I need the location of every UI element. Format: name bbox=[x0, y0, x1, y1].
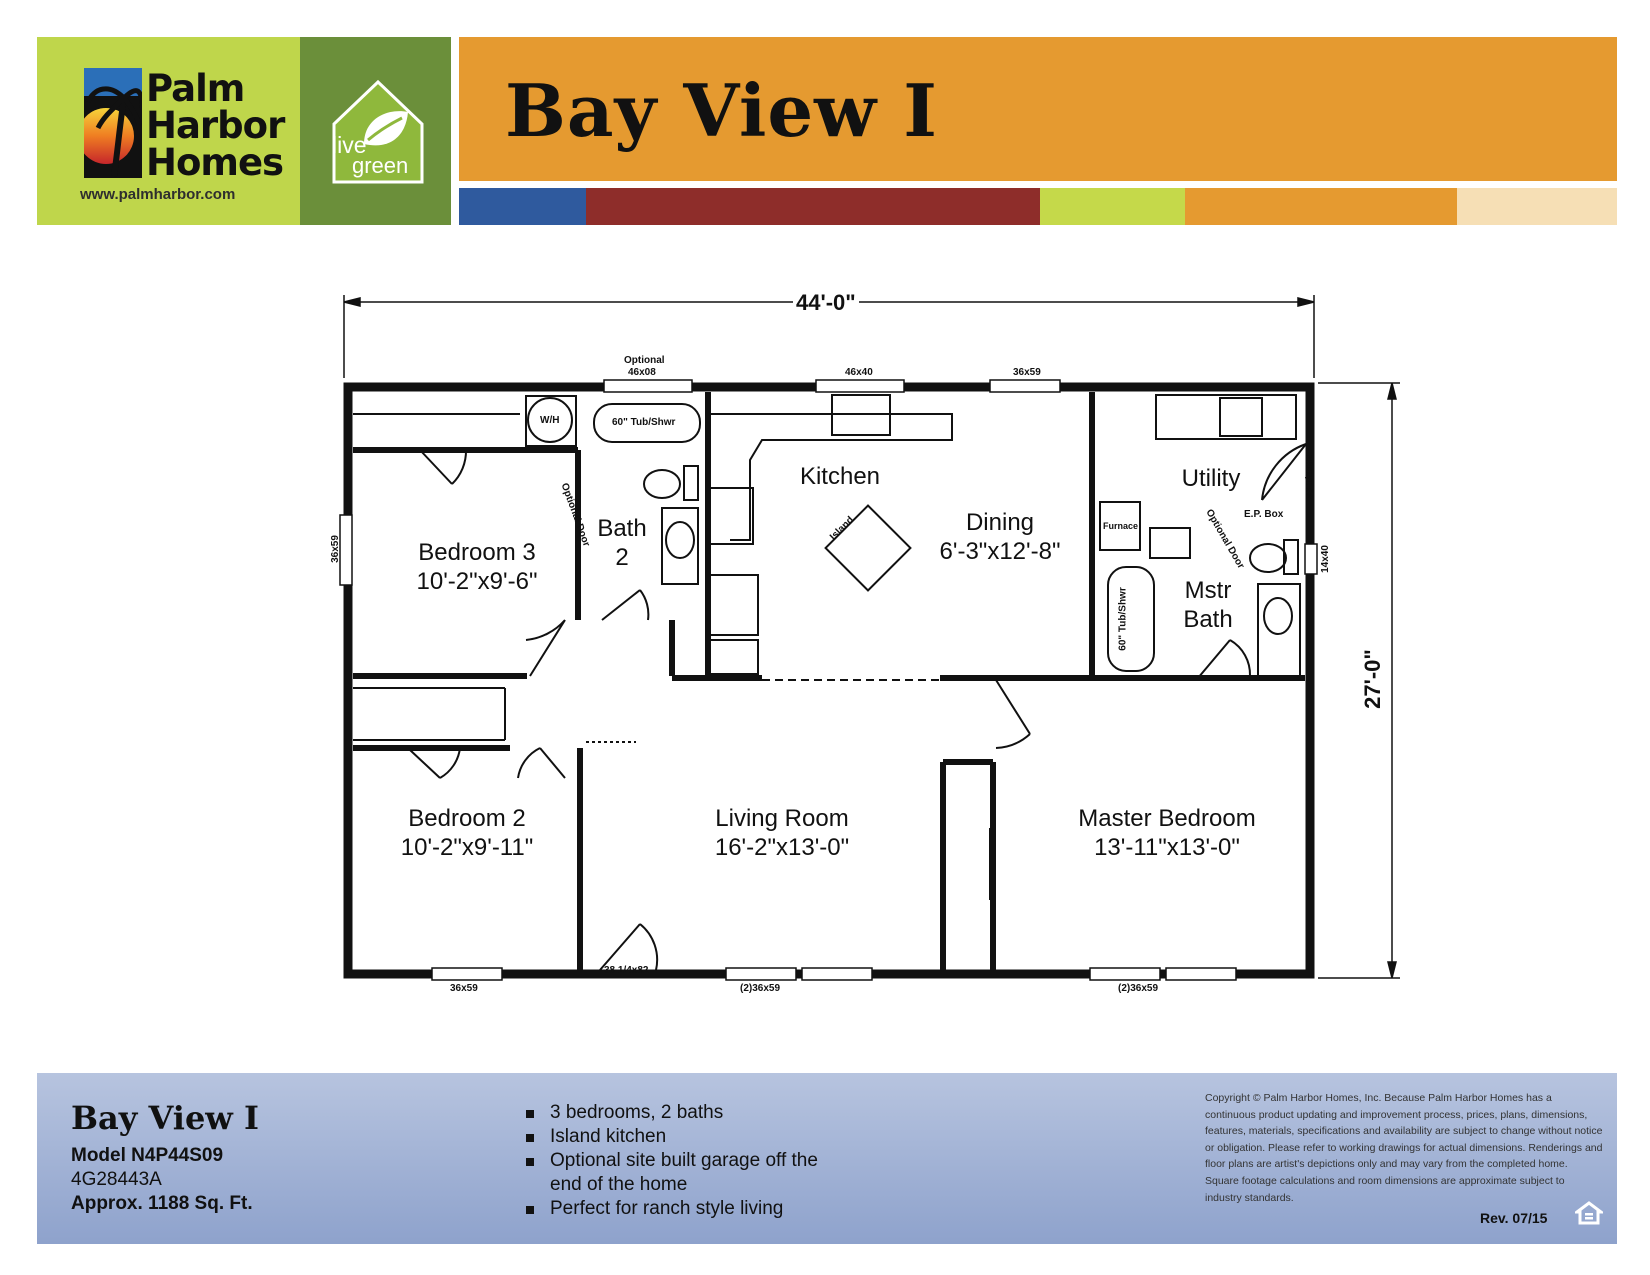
note-bottom-left-window: 36x59 bbox=[450, 983, 478, 994]
note-front-door: 38 1/4x82 bbox=[604, 965, 649, 976]
stripe-orange bbox=[1185, 188, 1457, 225]
logo-word-homes: Homes bbox=[146, 141, 284, 184]
footer: Bay View I Model N4P44S09 4G28443A Appro… bbox=[37, 1073, 1617, 1244]
overall-width-label: 44'-0" bbox=[793, 290, 859, 316]
stripe-red bbox=[586, 188, 1040, 225]
room-size: 16'-2"x13'-0" bbox=[714, 834, 850, 861]
feature-item: 3 bedrooms, 2 baths bbox=[522, 1101, 842, 1125]
island bbox=[824, 504, 912, 592]
room-name: Master Bedroom bbox=[1078, 805, 1256, 832]
feature-list: 3 bedrooms, 2 baths Island kitchen Optio… bbox=[522, 1101, 842, 1221]
note-mstr-tub: 60" Tub/Shwr bbox=[1117, 587, 1129, 651]
live-text: live bbox=[332, 132, 367, 158]
room-bedroom2: Bedroom 2 10'-2"x9'-11" bbox=[382, 804, 552, 862]
note-utility-door: 38 1/4x82 bbox=[1304, 454, 1316, 500]
room-size: 10'-2"x9'-11" bbox=[400, 834, 534, 861]
stripe-blue bbox=[459, 188, 586, 225]
room-size: 2 bbox=[615, 544, 629, 571]
room-name: Living Room bbox=[715, 805, 849, 832]
room-name: Bath bbox=[597, 515, 647, 542]
room-kitchen: Kitchen bbox=[790, 462, 890, 491]
note-left-window: 36x59 bbox=[329, 535, 341, 563]
room-bedroom3: Bedroom 3 10'-2"x9'-6" bbox=[392, 538, 562, 596]
windows bbox=[339, 379, 1318, 981]
room-living: Living Room 16'-2"x13'-0" bbox=[692, 804, 872, 862]
revision: Rev. 07/15 bbox=[1480, 1210, 1548, 1226]
room-name: Mstr bbox=[1184, 577, 1232, 604]
palm-tree-logo-icon bbox=[84, 68, 142, 178]
note-master-windows: (2)36x59 bbox=[1118, 983, 1159, 994]
footer-sqft: Approx. 1188 Sq. Ft. bbox=[71, 1193, 253, 1214]
note-optional: Optional bbox=[624, 355, 665, 366]
room-utility: Utility bbox=[1166, 464, 1256, 493]
feature-item: Optional site built garage off the end o… bbox=[522, 1149, 842, 1197]
room-size: Bath bbox=[1183, 606, 1233, 633]
note-tub2: 60" Tub/Shwr bbox=[612, 417, 676, 428]
room-name: Utility bbox=[1181, 465, 1241, 492]
note-ep-box: E.P. Box bbox=[1244, 509, 1284, 520]
room-size: 6'-3"x12'-8" bbox=[939, 538, 1061, 565]
title-bar bbox=[459, 37, 1617, 181]
room-bath2: Bath 2 bbox=[592, 514, 652, 572]
equal-housing-icon bbox=[1575, 1201, 1603, 1225]
page-title: Bay View I bbox=[505, 68, 938, 153]
logo-word-harbor: Harbor bbox=[146, 104, 285, 147]
room-master: Master Bedroom 13'-11"x13'-0" bbox=[1062, 804, 1272, 862]
feature-item: Perfect for ranch style living bbox=[522, 1197, 842, 1221]
logo-panel bbox=[37, 37, 300, 225]
note-kitchen-window: 46x40 bbox=[845, 367, 873, 378]
feature-item: Island kitchen bbox=[522, 1125, 842, 1149]
live-green-house-icon bbox=[332, 79, 424, 184]
stripe-lime bbox=[1040, 188, 1185, 225]
floor-plan bbox=[339, 295, 1400, 981]
stripe-cream bbox=[1457, 188, 1617, 225]
room-name: Dining bbox=[965, 509, 1035, 536]
room-mstr-bath: Mstr Bath bbox=[1168, 576, 1248, 634]
note-dining-window: 36x59 bbox=[1013, 367, 1041, 378]
room-name: Bedroom 2 bbox=[408, 805, 526, 832]
logo-word-palm: Palm bbox=[146, 67, 245, 110]
footer-model: Model N4P44S09 bbox=[71, 1145, 224, 1166]
overall-depth-label: 27'-0" bbox=[1359, 646, 1386, 712]
room-size: 10'-2"x9'-6" bbox=[416, 568, 538, 595]
green-text: green bbox=[352, 153, 409, 178]
room-size: 13'-11"x13'-0" bbox=[1094, 834, 1240, 861]
copyright-text: Copyright © Palm Harbor Homes, Inc. Beca… bbox=[1205, 1092, 1603, 1204]
footer-title: Bay View I bbox=[71, 1099, 259, 1137]
note-mstr-window: 14x40 bbox=[1319, 545, 1331, 573]
footer-code: 4G28443A bbox=[71, 1169, 162, 1190]
room-name: Kitchen bbox=[799, 463, 881, 490]
room-dining: Dining 6'-3"x12'-8" bbox=[930, 508, 1070, 566]
logo-url: www.palmharbor.com bbox=[80, 186, 236, 203]
room-name: Bedroom 3 bbox=[418, 539, 536, 566]
note-living-windows: (2)36x59 bbox=[740, 983, 781, 994]
note-wh: W/H bbox=[540, 415, 560, 426]
note-optional-window: 46x08 bbox=[628, 367, 656, 378]
note-furnace: Furnace bbox=[1103, 521, 1139, 531]
